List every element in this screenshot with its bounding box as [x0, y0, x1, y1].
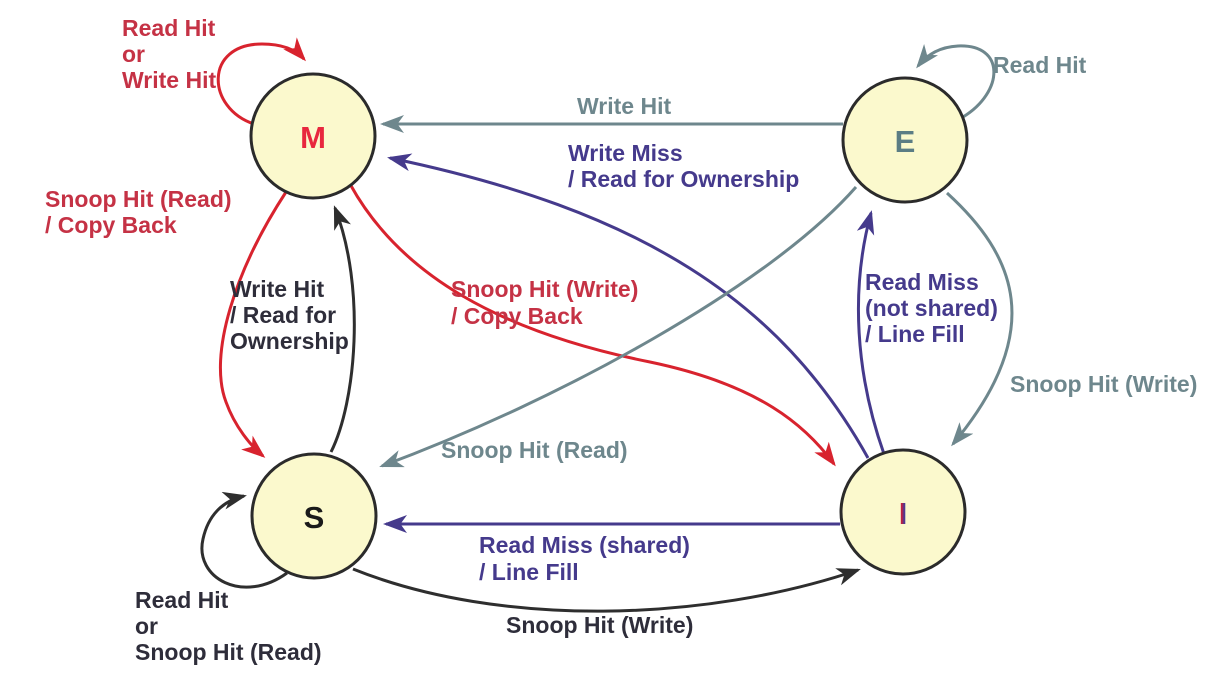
- svg-text:or: or: [135, 613, 158, 639]
- transition-labels: Read Hit or Write Hit Read Hit Write Hit…: [45, 15, 1197, 665]
- state-nodes: M E S I: [249, 72, 969, 580]
- state-letter-i: I: [899, 496, 908, 531]
- svg-text:Snoop Hit (Write): Snoop Hit (Write): [506, 612, 693, 638]
- label-m-self: Read Hit or Write Hit: [122, 15, 216, 93]
- edge-s-self-read-or-snoop-hit: [200, 491, 288, 589]
- state-letter-e: E: [895, 124, 916, 159]
- transition-edges: [200, 37, 1014, 613]
- svg-text:Read Miss (shared): Read Miss (shared): [479, 532, 690, 558]
- svg-text:Snoop Hit (Write): Snoop Hit (Write): [451, 276, 638, 302]
- edge-e-to-s-snoop-hit-read: [379, 186, 858, 468]
- edge-s-to-m-write-hit: [329, 205, 356, 453]
- svg-text:Read Hit: Read Hit: [122, 15, 216, 41]
- svg-text:/ Line Fill: / Line Fill: [865, 321, 965, 347]
- svg-text:/ Copy Back: / Copy Back: [45, 212, 177, 238]
- svg-text:Snoop Hit (Read): Snoop Hit (Read): [135, 639, 322, 665]
- svg-text:Snoop Hit (Read): Snoop Hit (Read): [441, 437, 628, 463]
- label-i-to-m: Write Miss / Read for Ownership: [568, 140, 799, 192]
- edge-s-to-i-snoop-hit-write: [352, 567, 861, 613]
- edge-i-to-m-write-miss: [387, 153, 870, 459]
- svg-text:or: or: [122, 41, 145, 67]
- label-m-to-i: Snoop Hit (Write) / Copy Back: [451, 276, 638, 329]
- label-m-to-s: Snoop Hit (Read) / Copy Back: [45, 186, 232, 238]
- svg-text:Write Hit: Write Hit: [577, 93, 671, 119]
- svg-text:Ownership: Ownership: [230, 328, 349, 354]
- svg-text:Write Hit: Write Hit: [230, 276, 324, 302]
- edge-i-to-e-read-miss-not-shared: [856, 210, 886, 455]
- state-node-exclusive: [841, 76, 969, 204]
- edge-e-to-i-snoop-hit-write: [945, 191, 1014, 447]
- edge-m-to-i-snoop-hit-write: [348, 183, 836, 467]
- edge-m-self-read-or-write-hit: [216, 37, 306, 126]
- state-letter-s: S: [304, 500, 325, 535]
- svg-text:/ Copy Back: / Copy Back: [451, 303, 583, 329]
- state-node-invalid: [839, 448, 967, 576]
- edge-e-self-read-hit: [916, 43, 996, 119]
- svg-text:/ Read for: / Read for: [230, 302, 336, 328]
- label-e-to-s: Snoop Hit (Read): [441, 437, 628, 463]
- svg-text:/ Line Fill: / Line Fill: [479, 559, 579, 585]
- svg-text:Write Hit: Write Hit: [122, 67, 216, 93]
- state-node-shared: [250, 452, 378, 580]
- label-e-self: Read Hit: [993, 52, 1087, 78]
- state-node-modified: [249, 72, 377, 200]
- label-i-to-s: Read Miss (shared) / Line Fill: [479, 532, 690, 585]
- label-s-to-m: Write Hit / Read for Ownership: [230, 276, 349, 354]
- svg-text:(not shared): (not shared): [865, 295, 998, 321]
- svg-text:Read Hit: Read Hit: [993, 52, 1087, 78]
- label-i-to-e: Read Miss (not shared) / Line Fill: [865, 269, 998, 347]
- svg-text:Read Miss: Read Miss: [865, 269, 979, 295]
- label-e-to-i: Snoop Hit (Write): [1010, 371, 1197, 397]
- svg-text:Write Miss: Write Miss: [568, 140, 683, 166]
- svg-text:/ Read for Ownership: / Read for Ownership: [568, 166, 799, 192]
- svg-text:Read Hit: Read Hit: [135, 587, 229, 613]
- label-s-to-i: Snoop Hit (Write): [506, 612, 693, 638]
- state-letter-m: M: [300, 120, 326, 155]
- svg-text:Snoop Hit (Write): Snoop Hit (Write): [1010, 371, 1197, 397]
- edge-m-to-s-snoop-hit-read: [218, 191, 288, 458]
- svg-text:Snoop Hit (Read): Snoop Hit (Read): [45, 186, 232, 212]
- label-s-self: Read Hit or Snoop Hit (Read): [135, 587, 322, 665]
- label-e-to-m: Write Hit: [577, 93, 671, 119]
